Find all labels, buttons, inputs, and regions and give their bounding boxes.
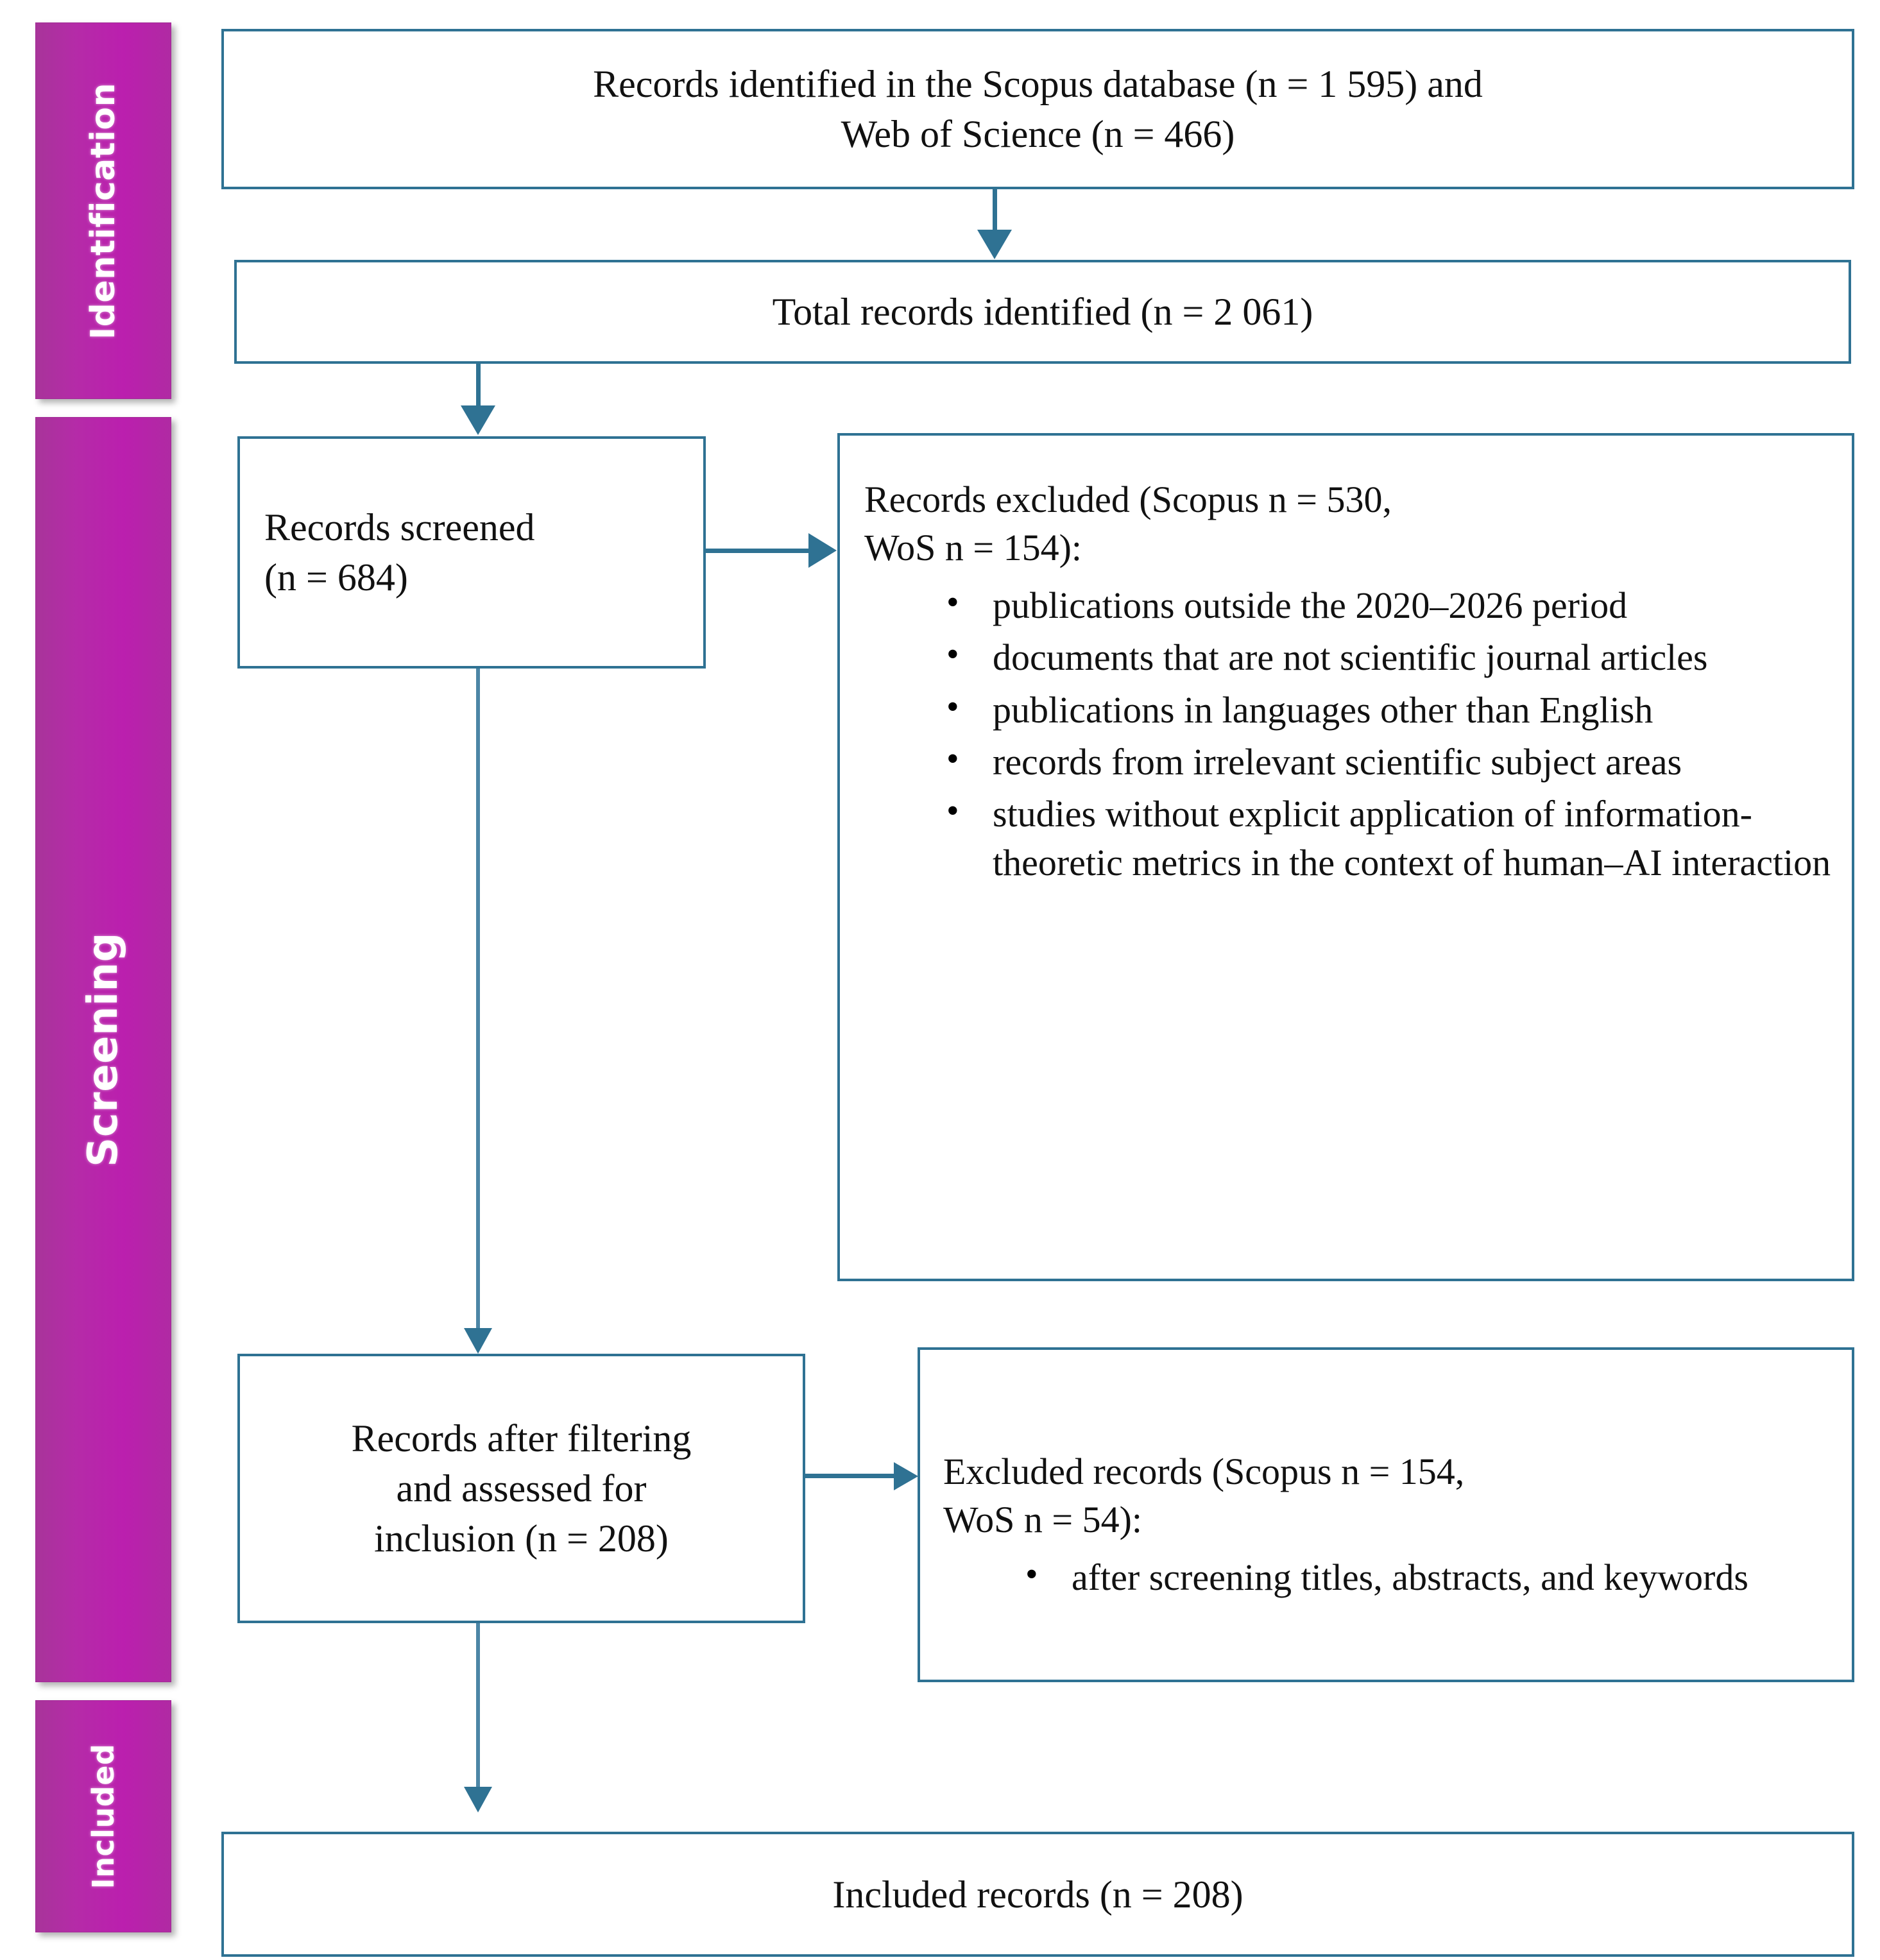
box-included-records: Included records (n = 208)	[221, 1832, 1854, 1957]
box-total-records-identified-line1: Total records identified (n = 2 061)	[772, 291, 1313, 333]
connector-filtering-to-excluded-line	[804, 1474, 907, 1478]
connector-screened-to-excluded-line	[705, 549, 820, 553]
box-excluded-records-bullet-list: after screening titles, abstracts, and k…	[943, 1551, 1839, 1601]
connector-filtering-to-excluded-arrowhead	[894, 1462, 918, 1490]
box-records-after-filtering-text: Records after filtering and assessed for…	[240, 1413, 803, 1564]
connector-filtering-to-included-line	[476, 1623, 480, 1795]
stage-label-included: Included	[86, 1743, 121, 1889]
box-records-identified-sources-text: Records identified in the Scopus databas…	[224, 59, 1852, 159]
box-records-excluded-bullet-list: publications outside the 2020–2026 perio…	[864, 579, 1839, 887]
box-records-identified-sources: Records identified in the Scopus databas…	[221, 29, 1854, 189]
stage-bar-included: Included	[35, 1700, 171, 1932]
box-records-after-filtering: Records after filtering and assessed for…	[237, 1354, 805, 1623]
connector-screened-to-filtering-arrowhead	[464, 1328, 492, 1354]
box-records-identified-sources-line1: Records identified in the Scopus databas…	[593, 63, 1483, 105]
stage-label-screening: Screening	[80, 932, 127, 1167]
stage-bar-identification: Identification	[35, 22, 171, 399]
box-records-excluded-line2: WoS n = 154):	[864, 527, 1082, 569]
box-records-screened-line2: (n = 684)	[264, 556, 408, 599]
connector-screened-to-filtering-line	[476, 669, 480, 1337]
list-item: publications outside the 2020–2026 perio…	[946, 579, 1839, 629]
box-records-after-filtering-line3: inclusion (n = 208)	[374, 1517, 669, 1560]
box-excluded-records-line2: WoS n = 54):	[943, 1499, 1142, 1541]
connector-screened-to-excluded-arrowhead	[808, 533, 837, 568]
box-excluded-records-text: Excluded records (Scopus n = 154, WoS n …	[943, 1447, 1839, 1605]
box-total-records-identified-text: Total records identified (n = 2 061)	[237, 287, 1849, 337]
list-item: after screening titles, abstracts, and k…	[1025, 1551, 1839, 1601]
connector-identified-to-total-arrowhead	[977, 230, 1012, 259]
list-item: publications in languages other than Eng…	[946, 684, 1839, 734]
connector-total-to-screened-line	[476, 364, 481, 410]
box-records-excluded-line1: Records excluded (Scopus n = 530,	[864, 479, 1392, 520]
box-total-records-identified: Total records identified (n = 2 061)	[234, 260, 1851, 364]
connector-filtering-to-included-arrowhead	[464, 1787, 492, 1812]
connector-total-to-screened-arrowhead	[461, 405, 495, 435]
box-records-screened-text: Records screened (n = 684)	[264, 502, 687, 602]
list-item: documents that are not scientific journa…	[946, 631, 1839, 681]
box-records-excluded-text: Records excluded (Scopus n = 530, WoS n …	[864, 475, 1839, 891]
list-item: studies without explicit application of …	[946, 788, 1839, 887]
box-records-after-filtering-line1: Records after filtering	[351, 1417, 692, 1460]
box-excluded-records-line1: Excluded records (Scopus n = 154,	[943, 1451, 1465, 1492]
box-records-identified-sources-line2: Web of Science (n = 466)	[841, 113, 1235, 155]
box-included-records-line1: Included records (n = 208)	[832, 1873, 1243, 1916]
list-item: records from irrelevant scientific subje…	[946, 736, 1839, 786]
box-included-records-text: Included records (n = 208)	[224, 1870, 1852, 1920]
stage-label-identification: Identification	[84, 82, 123, 339]
box-excluded-records: Excluded records (Scopus n = 154, WoS n …	[918, 1347, 1854, 1682]
box-records-screened: Records screened (n = 684)	[237, 436, 706, 669]
box-records-screened-line1: Records screened	[264, 506, 535, 549]
box-records-excluded: Records excluded (Scopus n = 530, WoS n …	[837, 433, 1854, 1281]
stage-bar-screening: Screening	[35, 417, 171, 1682]
connector-identified-to-total-line	[993, 189, 997, 234]
box-records-after-filtering-line2: and assessed for	[396, 1467, 647, 1510]
